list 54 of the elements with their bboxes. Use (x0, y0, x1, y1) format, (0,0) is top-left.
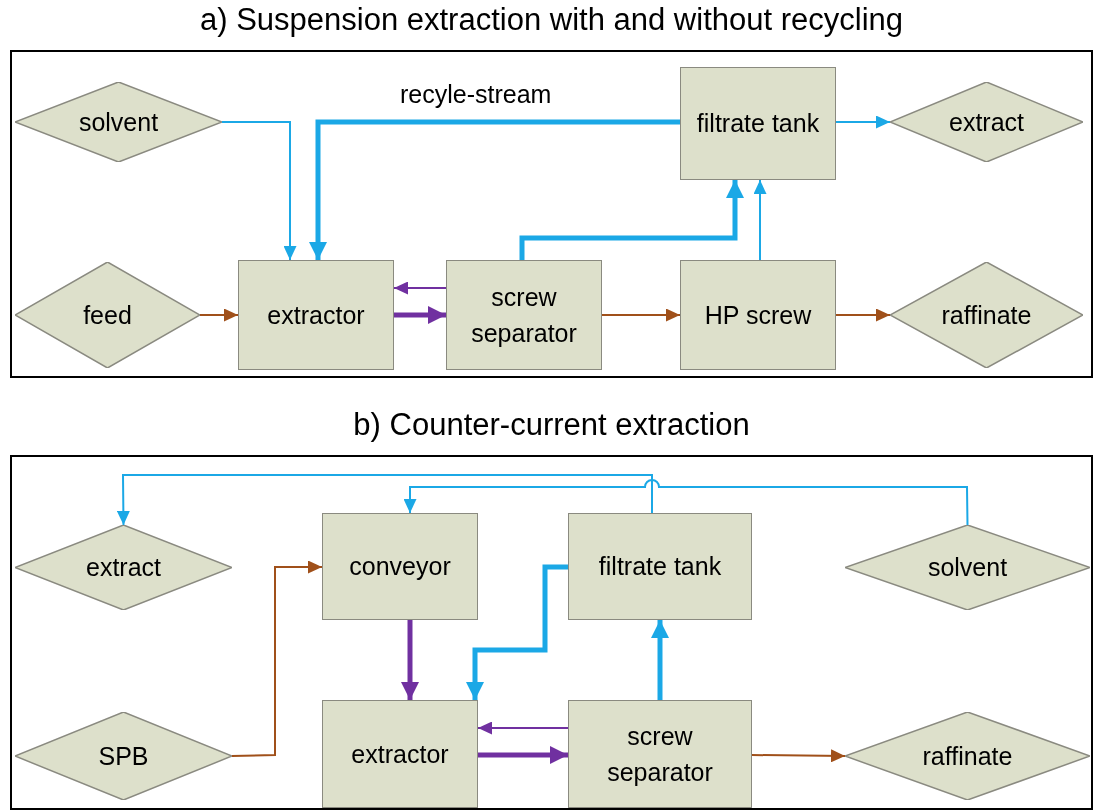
stream-diamond (890, 262, 1083, 368)
stream-diamond (890, 82, 1083, 162)
flow-arrow (199, 308, 239, 322)
process-box (322, 513, 478, 620)
flow-arrow (751, 749, 846, 763)
stream-diamond (15, 712, 232, 800)
node-label: HP screw (704, 299, 812, 331)
flow-arrow (466, 564, 568, 700)
stream-diamond (845, 712, 1090, 800)
process-box (568, 700, 752, 808)
node-label: conveyor (349, 551, 451, 583)
panel-title: b) Counter-current extraction (353, 407, 750, 443)
panel-title: a) Suspension extraction with and without recycling (199, 2, 903, 38)
flow-arrow (478, 746, 568, 764)
node-label: raffinate (922, 740, 1013, 772)
process-box (238, 260, 394, 370)
stream-diamond (15, 262, 200, 368)
node-label: filtrate tank (696, 108, 820, 140)
node-label: raffinate (941, 299, 1032, 331)
flow-arrow (116, 474, 653, 526)
flow-arrow (519, 180, 744, 260)
node-label: extract (949, 106, 1024, 138)
node-label: screw separator (606, 720, 714, 788)
node-label: extract (86, 552, 161, 584)
flow-arrow (221, 121, 297, 261)
flow-arrow (835, 115, 891, 129)
stream-diamond (15, 525, 232, 610)
flow-arrow (231, 560, 323, 757)
process-box (322, 700, 478, 808)
edge-label: recyle-stream (400, 80, 552, 109)
node-label: screw separator (470, 281, 578, 349)
stream-diamond (845, 525, 1090, 610)
flow-arrow (401, 620, 419, 700)
process-box (568, 513, 752, 620)
node-label: extractor (351, 738, 449, 770)
node-label: solvent (927, 552, 1008, 584)
flow-arrow (393, 281, 447, 295)
node-label: SPB (98, 740, 149, 772)
flow-arrow (477, 721, 569, 735)
node-label: solvent (78, 106, 159, 138)
node-label: feed (83, 299, 132, 331)
node-label: filtrate tank (598, 551, 722, 583)
flow-arrow (601, 308, 681, 322)
flow-arrow (835, 308, 891, 322)
process-box (680, 260, 836, 370)
stream-diamond (15, 82, 222, 162)
node-label: extractor (267, 299, 365, 331)
flow-arrow (753, 179, 767, 261)
process-box (680, 67, 836, 180)
flow-arrow (651, 620, 669, 700)
flow-arrow (394, 306, 446, 324)
process-box (446, 260, 602, 370)
flow-arrow (403, 479, 969, 526)
flow-arrow (309, 119, 680, 260)
